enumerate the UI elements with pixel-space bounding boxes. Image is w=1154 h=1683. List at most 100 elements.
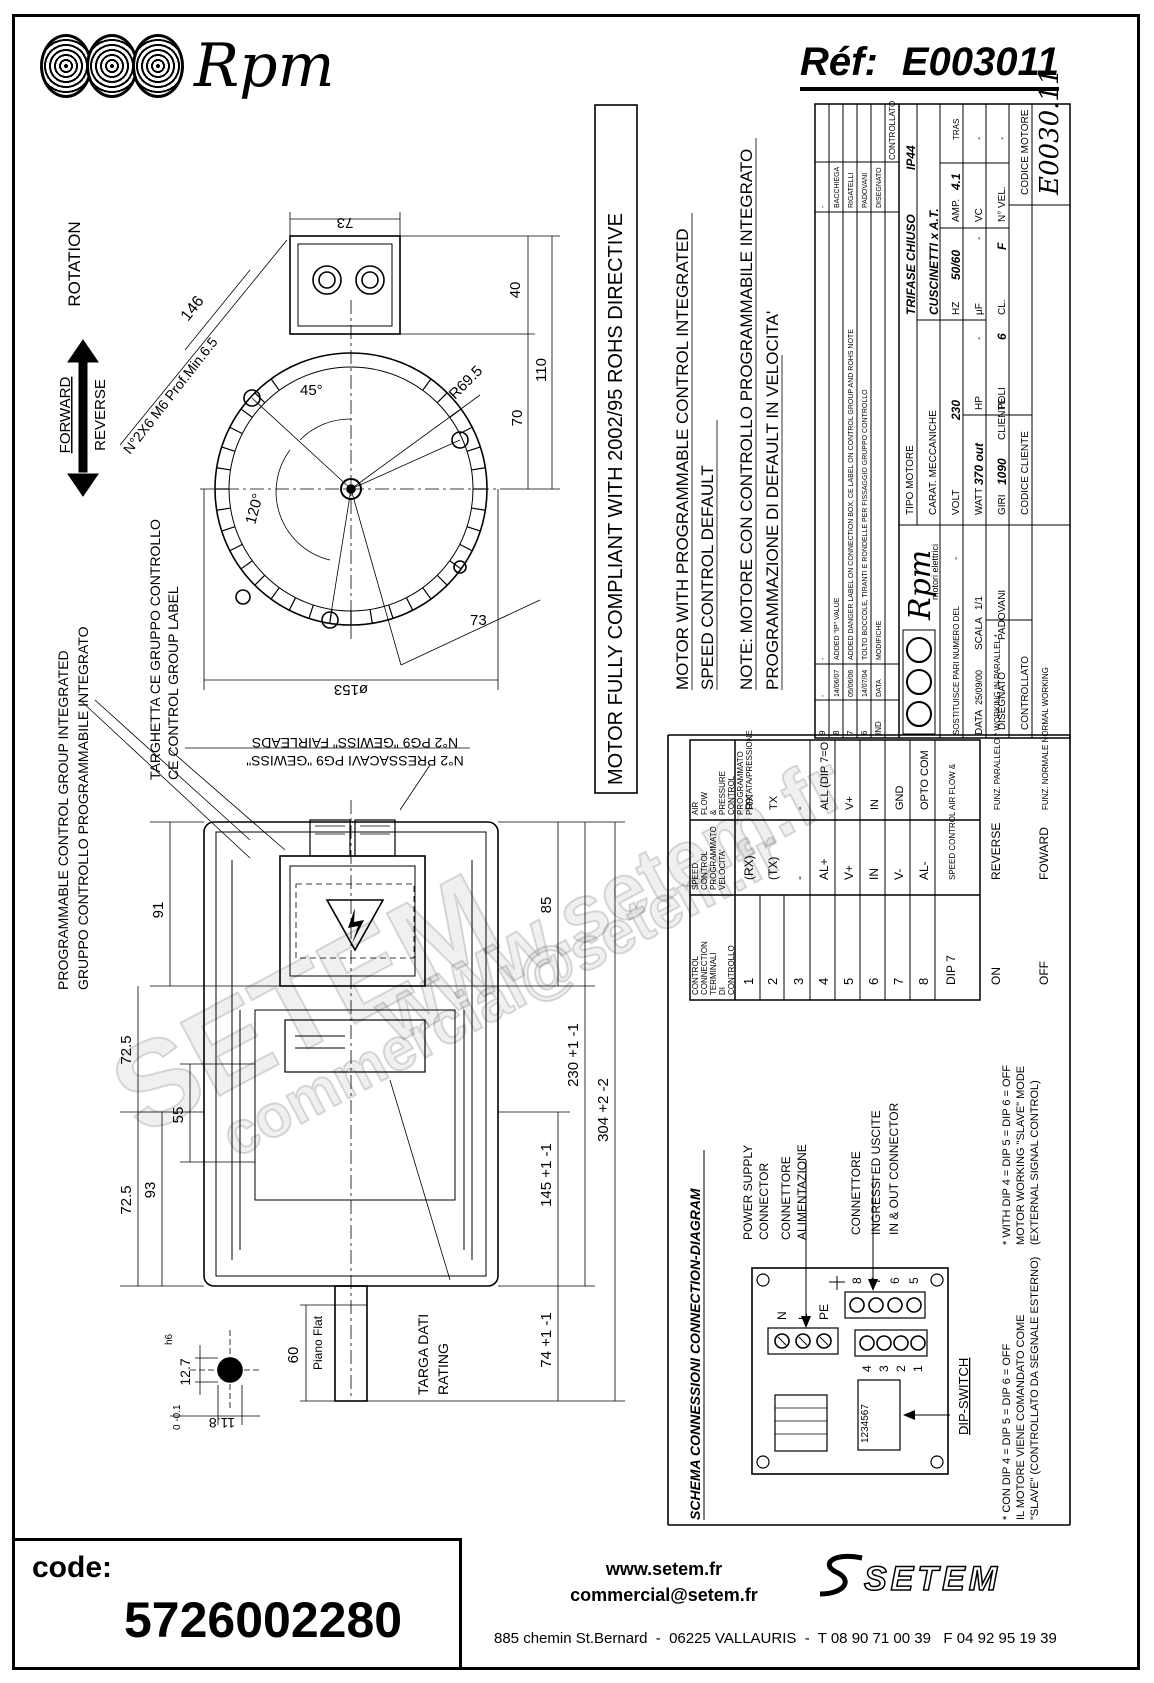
- conn-header-cell: PROGRAMMATO: [736, 751, 745, 815]
- label-rotation: ROTATION: [65, 221, 84, 306]
- tb-hz-label: HZ: [951, 302, 962, 315]
- cooling-fin: [270, 378, 280, 391]
- rpm-logo: Rpm: [40, 28, 334, 104]
- revision-date: 05/06/06: [848, 670, 855, 697]
- tb-disegnato-value: PADOVANI: [997, 590, 1008, 640]
- conn-airflow-value: IN: [869, 799, 881, 810]
- label-rating-en: RATING: [435, 1343, 451, 1395]
- cooling-fin: [221, 526, 236, 532]
- dim-55: 55: [170, 1107, 187, 1124]
- conn-speed-value: (RX): [742, 855, 756, 880]
- power-label-en-1: POWER SUPPLY: [741, 1145, 755, 1240]
- revision-number: 8: [832, 730, 841, 735]
- front-view: 73 40 110 70 R69.5 45° 120° 146 N°2X6 M6…: [119, 212, 560, 698]
- conn-terminal-num: 1: [741, 978, 756, 985]
- power-terminal-label: L: [796, 1313, 810, 1320]
- tb-sostituisce-label: SOSTITUISCE PARI NUMERO DEL: [952, 605, 961, 735]
- tb-poli-value: 6: [995, 333, 1009, 340]
- tb-codice-motore-label: CODICE MOTORE: [1020, 109, 1031, 195]
- revision-date: DATA: [876, 679, 883, 697]
- power-label-it-2: ALIMENTAZIONE: [795, 1144, 809, 1240]
- revision-text: ADDED "IP" VALUE: [834, 597, 841, 660]
- tb-amp-unit: TRAS: [952, 119, 961, 140]
- dim-74: 74 +1 -1: [538, 1312, 555, 1367]
- note-threaded-holes: N°2X6 M6 Prof.Min.6.5: [120, 334, 221, 457]
- tb-controllato-label: CONTROLLATO: [1020, 656, 1031, 730]
- tb-data-value: 25/09/00: [974, 670, 984, 705]
- conn-terminal-num: 6: [866, 978, 881, 985]
- conn-airflow-value: -: [794, 806, 806, 810]
- tb-volt-label: VOLT: [951, 490, 962, 515]
- revision-number: 9: [818, 730, 827, 735]
- dip-note-en-3: (EXTERNAL SIGNAL CONTROL): [1029, 1080, 1041, 1245]
- label-ce-it: TARGHETTA CE GRUPPO CONTROLLO: [147, 519, 163, 780]
- io-terminal-bottom-label: 4: [860, 1365, 874, 1372]
- tb-hp-label: HP: [974, 396, 985, 410]
- dip-note-it-3: "SLAVE" (CONTROLLATO DA SEGNALE ESTERNO): [1029, 1257, 1041, 1520]
- title-block: [814, 103, 1071, 739]
- revision-text: -: [820, 657, 827, 660]
- conn-terminal-num: 5: [841, 978, 856, 985]
- label-pg9-it: N°2 PRESSACAVI PG9 "GEWISS": [246, 753, 464, 769]
- note-statement-1: NOTE: MOTORE CON CONTROLLO PROGRAMMABILE…: [737, 149, 756, 690]
- dip-switch: [857, 1379, 901, 1451]
- revision-date: 14/06/07: [834, 670, 841, 697]
- drawing-frame: [12, 14, 1140, 1670]
- revision-author: RIGATELLI: [848, 173, 855, 208]
- tb-uf-value: -: [974, 237, 985, 240]
- revision-text: ADDED DANGER LABEL ON CONNECTION BOX, CE…: [848, 329, 855, 660]
- terminal-box-side: [279, 855, 426, 987]
- conn-airflow-value: V+: [844, 796, 856, 810]
- io-terminal-bottom: [854, 1329, 928, 1357]
- conn-header-cell: CONTROL: [700, 850, 709, 890]
- ref-value: E003011: [901, 40, 1059, 84]
- email-link[interactable]: commercial@setem.fr: [570, 1585, 758, 1605]
- chip: [774, 1394, 828, 1452]
- revision-text: MODIFICHE: [876, 620, 883, 660]
- conn-header-cell: CONTROL: [691, 955, 700, 995]
- dim-40: 40: [507, 282, 524, 299]
- cooling-fin: [308, 604, 314, 619]
- revision-author: PADOVANI: [862, 173, 869, 208]
- danger-triangle-icon: [325, 899, 385, 952]
- dip-airflow: FUNZ. PARALLELO * WORKING IN PARALLEL *: [993, 634, 1002, 810]
- dip-note-it-2: IL MOTORE VIENE COMANDATO COME: [1015, 1314, 1027, 1520]
- conn-header-cell: CONNECTION: [700, 941, 709, 995]
- label-pg9-en: N°2 PG9 "GEWISS" FAIRLEADS: [252, 735, 458, 751]
- side-view: 91 72.5 72.5 55 93 85 230 +1 -1 145 +1 -…: [118, 800, 625, 1431]
- rating-plate: [254, 1009, 456, 1201]
- conn-speed-value: IN: [867, 868, 881, 880]
- io-terminal-top: [844, 1291, 926, 1319]
- dim-93: 93: [142, 1182, 159, 1199]
- tb-giri-value: 1090: [995, 458, 1009, 485]
- cooling-fin: [471, 507, 486, 511]
- dim-60: 60: [285, 1347, 302, 1364]
- conn-header-cell: SPEED: [691, 863, 700, 890]
- angle-45: 45°: [300, 382, 323, 399]
- conn-airflow-value: OPTO COM: [919, 750, 931, 810]
- tb-brand: Rpm: [903, 550, 938, 621]
- power-label-it-1: CONNETTORE: [779, 1156, 793, 1240]
- label-rating-it: TARGA DATI: [415, 1314, 431, 1395]
- cooling-fin: [240, 560, 253, 570]
- tb-carat-value: CUSCINETTI x A.T.: [927, 208, 941, 315]
- conn-header-cell: CONTROLLO: [727, 945, 736, 995]
- side-labels: PROGRAMMABLE CONTROL GROUP INTEGRATED GR…: [55, 519, 464, 1395]
- io-terminal-bottom-label: 2: [894, 1365, 908, 1372]
- dim-85: 85: [538, 897, 555, 914]
- tb-vc-value: -: [974, 137, 985, 140]
- tb-controllato-header: CONTROLLATO: [888, 101, 897, 160]
- website-link[interactable]: www.setem.fr: [605, 1559, 723, 1579]
- io-terminal-top-label: 5: [907, 1277, 921, 1284]
- dip-airflow: FUNZ. NORMALE NORMAL WORKING: [1041, 667, 1050, 810]
- dim-725-bottom: 72.5: [118, 1185, 135, 1214]
- code-value: 5726002280: [124, 1592, 403, 1648]
- io-label-it-1: CONNETTORE: [849, 1151, 863, 1235]
- io-terminal-bottom-label: 1: [911, 1365, 925, 1372]
- tb-poli-label: POLI: [997, 387, 1008, 410]
- tb-coil-logo-icon: [902, 629, 936, 735]
- tb-tipo-label: TIPO MOTORE: [905, 445, 916, 515]
- footer: code: 5726002280 www.setem.fr commercial…: [14, 1538, 1138, 1668]
- cooling-fin: [270, 587, 280, 600]
